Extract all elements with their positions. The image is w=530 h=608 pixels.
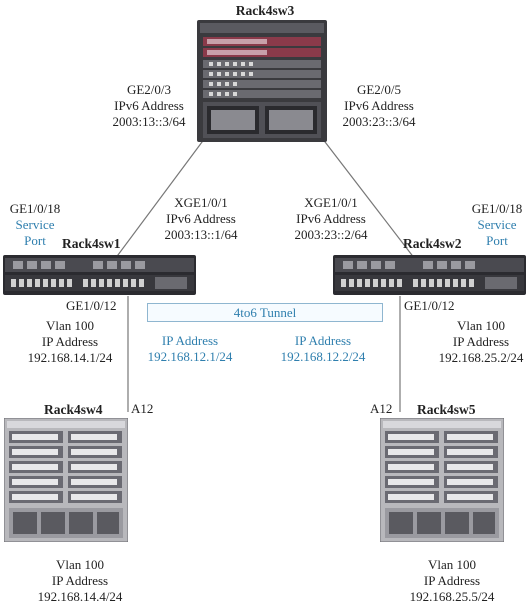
sw1-vlan-info: Vlan 100 IP Address 192.168.14.1/24 [25,318,115,366]
link-sw3-sw1 [111,137,206,264]
tunnel-box: 4to6 Tunnel [147,303,383,322]
sw3-right-addr: 2003:23::3/64 [342,114,416,129]
rack4sw5-label: Rack4sw5 [417,402,476,417]
tunnel-right-addr-type: IP Address [294,333,352,348]
sw3-left-addr-type: IPv6 Address [114,98,184,113]
link-sw3-sw2 [321,137,419,264]
sw2-vlan-info: Vlan 100 IP Address 192.168.25.2/24 [434,318,528,366]
rack4sw2-switch-icon [333,255,526,295]
rack4sw4-label: Rack4sw4 [44,402,103,417]
tunnel-left-addr: 192.168.12.1/24 [147,349,233,364]
tunnel-left-addr-type: IP Address [161,333,219,348]
sw2-uplink-addr: 2003:23::2/64 [294,227,368,242]
rack4sw1-switch-icon [3,255,196,295]
sw4-vlan-addr: 192.168.14.4/24 [37,589,123,604]
tunnel-label: 4to6 Tunnel [233,305,297,320]
sw3-left-addr: 2003:13::3/64 [112,114,186,129]
sw3-left-port: GE2/0/3 [126,82,172,97]
rack4sw5-chassis-icon [380,418,504,542]
tunnel-right-addr: 192.168.12.2/24 [280,349,366,364]
sw1-service-port: GE1/0/18 [9,201,61,216]
sw1-uplink-port: XGE1/0/1 [174,195,228,210]
sw2-service-line1: Service [477,217,517,232]
sw1-vlan: Vlan 100 [45,318,95,333]
rack4sw4-chassis-icon [4,418,128,542]
sw2-service-port: GE1/0/18 [471,201,523,216]
sw2-uplink-info: XGE1/0/1 IPv6 Address 2003:23::2/64 [283,195,379,243]
sw1-downlink-port: GE1/0/12 [66,298,117,313]
sw2-vlan-addr-type: IP Address [452,334,510,349]
rack4sw1-label: Rack4sw1 [62,236,121,251]
sw2-service-port-info: GE1/0/18 Service Port [465,201,529,249]
sw5-port: A12 [370,401,393,416]
sw2-downlink-port: GE1/0/12 [404,298,455,313]
rack4sw3-chassis-icon [197,20,327,142]
sw5-vlan-addr-type: IP Address [423,573,481,588]
sw1-vlan-addr-type: IP Address [41,334,99,349]
sw2-vlan-addr: 192.168.25.2/24 [438,350,524,365]
rack4sw3-label: Rack4sw3 [235,3,295,18]
sw2-uplink-addr-type: IPv6 Address [296,211,366,226]
sw2-vlan: Vlan 100 [456,318,506,333]
sw1-service-line1: Service [15,217,55,232]
sw1-uplink-addr-type: IPv6 Address [166,211,236,226]
sw3-right-addr-type: IPv6 Address [344,98,414,113]
sw4-vlan-addr-type: IP Address [51,573,109,588]
sw1-uplink-info: XGE1/0/1 IPv6 Address 2003:13::1/64 [153,195,249,243]
sw5-vlan: Vlan 100 [427,557,477,572]
sw4-vlan-info: Vlan 100 IP Address 192.168.14.4/24 [20,557,140,605]
rack4sw2-label: Rack4sw2 [403,236,462,251]
sw3-right-port: GE2/0/5 [356,82,402,97]
sw2-service-line2: Port [486,233,508,248]
sw3-left-port-info: GE2/0/3 IPv6 Address 2003:13::3/64 [104,82,194,130]
sw5-vlan-addr: 192.168.25.5/24 [409,589,495,604]
sw2-uplink-port: XGE1/0/1 [304,195,358,210]
sw4-port: A12 [131,401,154,416]
sw4-vlan: Vlan 100 [55,557,105,572]
sw1-uplink-addr: 2003:13::1/64 [164,227,238,242]
sw1-service-port-info: GE1/0/18 Service Port [0,201,70,249]
sw5-vlan-info: Vlan 100 IP Address 192.168.25.5/24 [392,557,512,605]
tunnel-left-info: IP Address 192.168.12.1/24 [135,333,245,365]
sw1-service-line2: Port [24,233,46,248]
tunnel-right-info: IP Address 192.168.12.2/24 [268,333,378,365]
sw3-right-port-info: GE2/0/5 IPv6 Address 2003:23::3/64 [333,82,425,130]
sw1-vlan-addr: 192.168.14.1/24 [27,350,113,365]
